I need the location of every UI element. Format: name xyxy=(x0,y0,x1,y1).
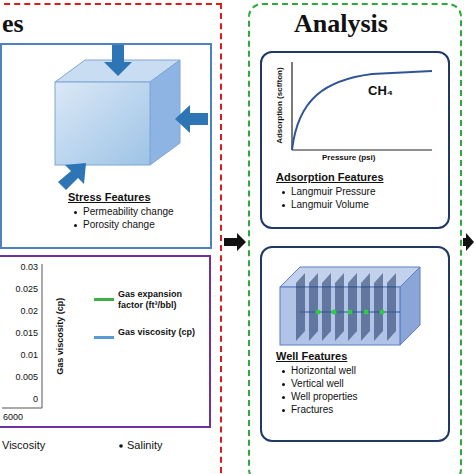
flow-arrow xyxy=(463,233,474,251)
curve-label: CH₄ xyxy=(368,84,408,99)
bullet-item: Langmuir Volume xyxy=(282,199,369,211)
fracture-plane xyxy=(322,273,331,341)
bullet-text: Langmuir Pressure xyxy=(291,186,375,197)
bullet-dot xyxy=(282,383,285,386)
well-box: Well FeaturesHorizontal wellVertical wel… xyxy=(260,246,450,442)
axis-tick: 0.025 xyxy=(6,284,38,294)
legend-text: Gas viscosity (cp) xyxy=(118,327,206,338)
bullet-text: Well properties xyxy=(291,391,358,402)
feature-item: Viscosity xyxy=(2,439,72,452)
axis-tick: 0.02 xyxy=(6,306,38,316)
adsorption-curve xyxy=(292,71,432,150)
stress-arrow xyxy=(58,163,86,190)
flow-arrow xyxy=(224,233,246,251)
legend-text: Gas expansion factor (ft³/bbl) xyxy=(118,289,206,311)
bullet-item: Vertical well xyxy=(282,378,344,390)
bullet-text: Vertical well xyxy=(291,378,344,389)
chart-axis xyxy=(2,408,42,409)
feature-heading: Adsorption Features xyxy=(276,171,384,184)
fracture-plane xyxy=(335,273,344,341)
bullet-text: Horizontal well xyxy=(291,365,356,376)
fracture-plane xyxy=(387,273,396,341)
axis-tick: 0.03 xyxy=(6,262,38,272)
bullet-item: Porosity change xyxy=(74,219,155,231)
bullet-dot xyxy=(74,211,77,214)
axis-tick: 0 xyxy=(6,394,38,404)
adsorption-box: Adsorption FeaturesLangmuir PressureLang… xyxy=(260,51,450,229)
fracture-plane xyxy=(296,273,305,341)
perforation-point xyxy=(332,310,337,315)
axis-title: Adsorption (scf/ton) xyxy=(275,56,284,156)
axis-title: Gas viscosity (cp) xyxy=(55,281,65,391)
chart-axis xyxy=(42,264,43,408)
bullet-dot xyxy=(282,204,285,207)
panel-title: Analysis xyxy=(294,9,388,39)
legend-line xyxy=(94,336,114,339)
cube-front xyxy=(55,82,150,165)
bullet-dot xyxy=(282,396,285,399)
stress-box: Stress FeaturesPermeability changePorosi… xyxy=(0,43,212,249)
axis-title: Pressure (psi) xyxy=(322,153,402,162)
chart-axis xyxy=(291,62,292,150)
feature-heading: Well Features xyxy=(276,350,347,363)
perforation-point xyxy=(364,310,369,315)
stress-arrow xyxy=(104,45,132,76)
chart-frame xyxy=(0,256,210,427)
bullet-dot xyxy=(119,444,123,448)
bullet-text: Fractures xyxy=(291,404,333,415)
axis-tick: 0.01 xyxy=(6,350,38,360)
perforation-point xyxy=(316,310,321,315)
fracture-plane xyxy=(374,273,383,341)
panel-title: es xyxy=(2,9,24,39)
bullet-item: Fractures xyxy=(282,404,333,416)
bullet-text: Porosity change xyxy=(83,219,155,230)
bullet-text: Permeability change xyxy=(83,206,174,217)
fracture-planes xyxy=(296,273,400,341)
bullet-dot xyxy=(74,224,77,227)
fracture-plane xyxy=(361,273,370,341)
bullet-item: Permeability change xyxy=(74,206,174,218)
bullet-item: Langmuir Pressure xyxy=(282,186,375,198)
bullet-dot xyxy=(282,370,285,373)
bullet-text: Langmuir Volume xyxy=(291,199,369,210)
chart-axis xyxy=(292,149,432,150)
well-block-side xyxy=(400,267,420,345)
perforation-point xyxy=(380,310,385,315)
fracture-plane xyxy=(348,273,357,341)
legend-line xyxy=(94,298,114,301)
bullet-dot xyxy=(282,409,285,412)
feature-heading: Stress Features xyxy=(68,191,151,204)
bullet-item: Well properties xyxy=(282,391,358,403)
feature-item: Salinity xyxy=(127,439,197,452)
axis-tick: 0.005 xyxy=(6,372,38,382)
cube-side xyxy=(150,60,180,165)
stress-arrow xyxy=(175,105,208,133)
bullet-dot xyxy=(282,191,285,194)
axis-tick: 0.015 xyxy=(6,328,38,338)
fracture-plane xyxy=(309,273,318,341)
bullet-item: Horizontal well xyxy=(282,365,356,377)
perforation-point xyxy=(348,310,353,315)
axis-tick: 6000 xyxy=(3,412,33,422)
